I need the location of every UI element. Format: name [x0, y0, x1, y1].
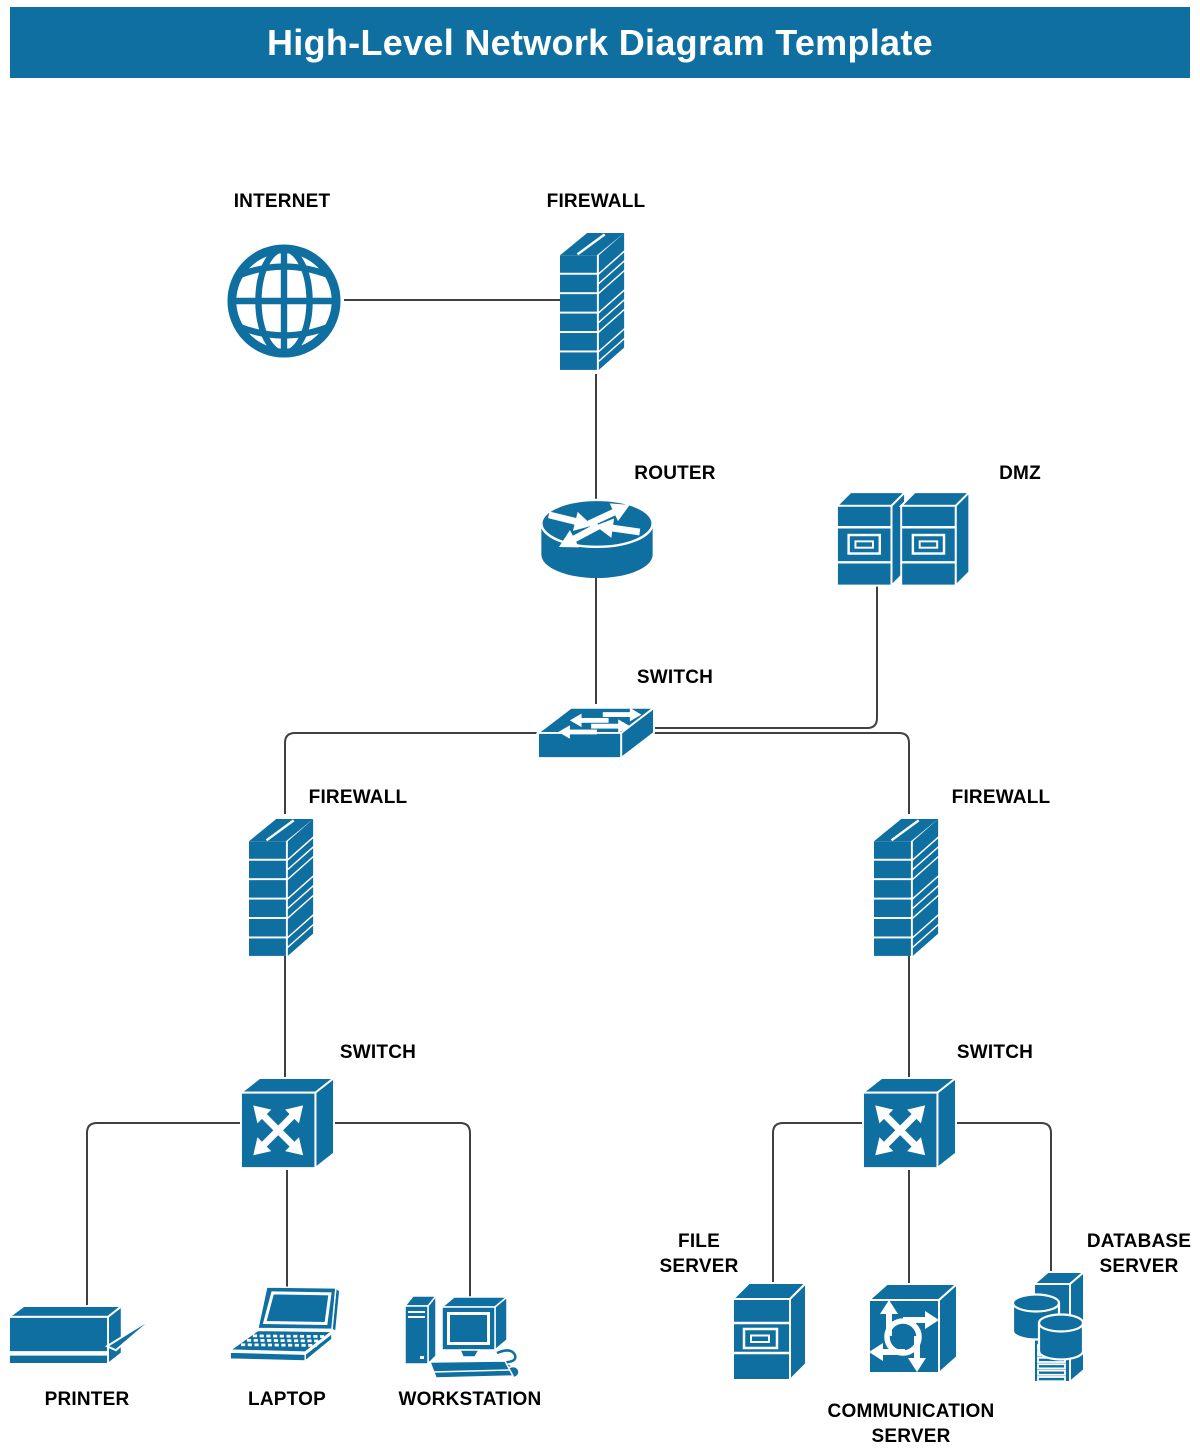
server-tower-icon: [731, 1279, 809, 1382]
database-server-label: DATABASE SERVER: [1086, 1231, 1192, 1277]
printer-icon: [8, 1304, 160, 1365]
link-switch-dbserver: [955, 1122, 1052, 1273]
workstation-icon: [403, 1290, 525, 1382]
dmz-label: DMZ: [999, 463, 1041, 484]
switch-slab-icon: [536, 702, 656, 760]
router-icon: [538, 498, 656, 580]
database-server-icon: [1008, 1270, 1092, 1386]
title-bar: High-Level Network Diagram Template: [10, 7, 1190, 78]
file-server-label: FILE SERVER: [659, 1231, 739, 1277]
link-coreswitch-firewall-left: [284, 732, 538, 814]
internet-label: INTERNET: [233, 191, 331, 212]
firewall-left-label: FIREWALL: [308, 787, 408, 808]
workstation-label: WORKSTATION: [398, 1389, 542, 1410]
firewall-top-label: FIREWALL: [546, 191, 646, 212]
link-coreswitch-firewall-right: [654, 732, 910, 814]
printer-label: PRINTER: [44, 1389, 130, 1410]
switch-cube-icon: [861, 1076, 957, 1170]
firewall-brick-icon: [249, 812, 317, 958]
page-title: High-Level Network Diagram Template: [267, 21, 933, 63]
firewall-right-label: FIREWALL: [951, 787, 1051, 808]
communication-server-label: COMMUNICATION SERVER: [827, 1401, 995, 1447]
switch-right-label: SWITCH: [956, 1042, 1034, 1063]
server-pair-icon: [835, 484, 981, 588]
switch-cube-icon: [239, 1076, 335, 1170]
link-switch-printer: [86, 1122, 241, 1305]
laptop-label: LAPTOP: [248, 1389, 326, 1410]
firewall-brick-icon: [874, 812, 942, 958]
communication-server-icon: [867, 1280, 959, 1375]
router-label: ROUTER: [634, 463, 716, 484]
firewall-brick-icon: [560, 226, 628, 372]
link-dmz-coreswitch: [654, 586, 878, 729]
switch-left-label: SWITCH: [339, 1042, 417, 1063]
link-switch-workstation: [335, 1122, 471, 1297]
globe-icon: [225, 242, 343, 360]
core-switch-label: SWITCH: [636, 667, 714, 688]
link-switch-fileserver: [772, 1122, 863, 1283]
laptop-icon: [228, 1283, 342, 1364]
